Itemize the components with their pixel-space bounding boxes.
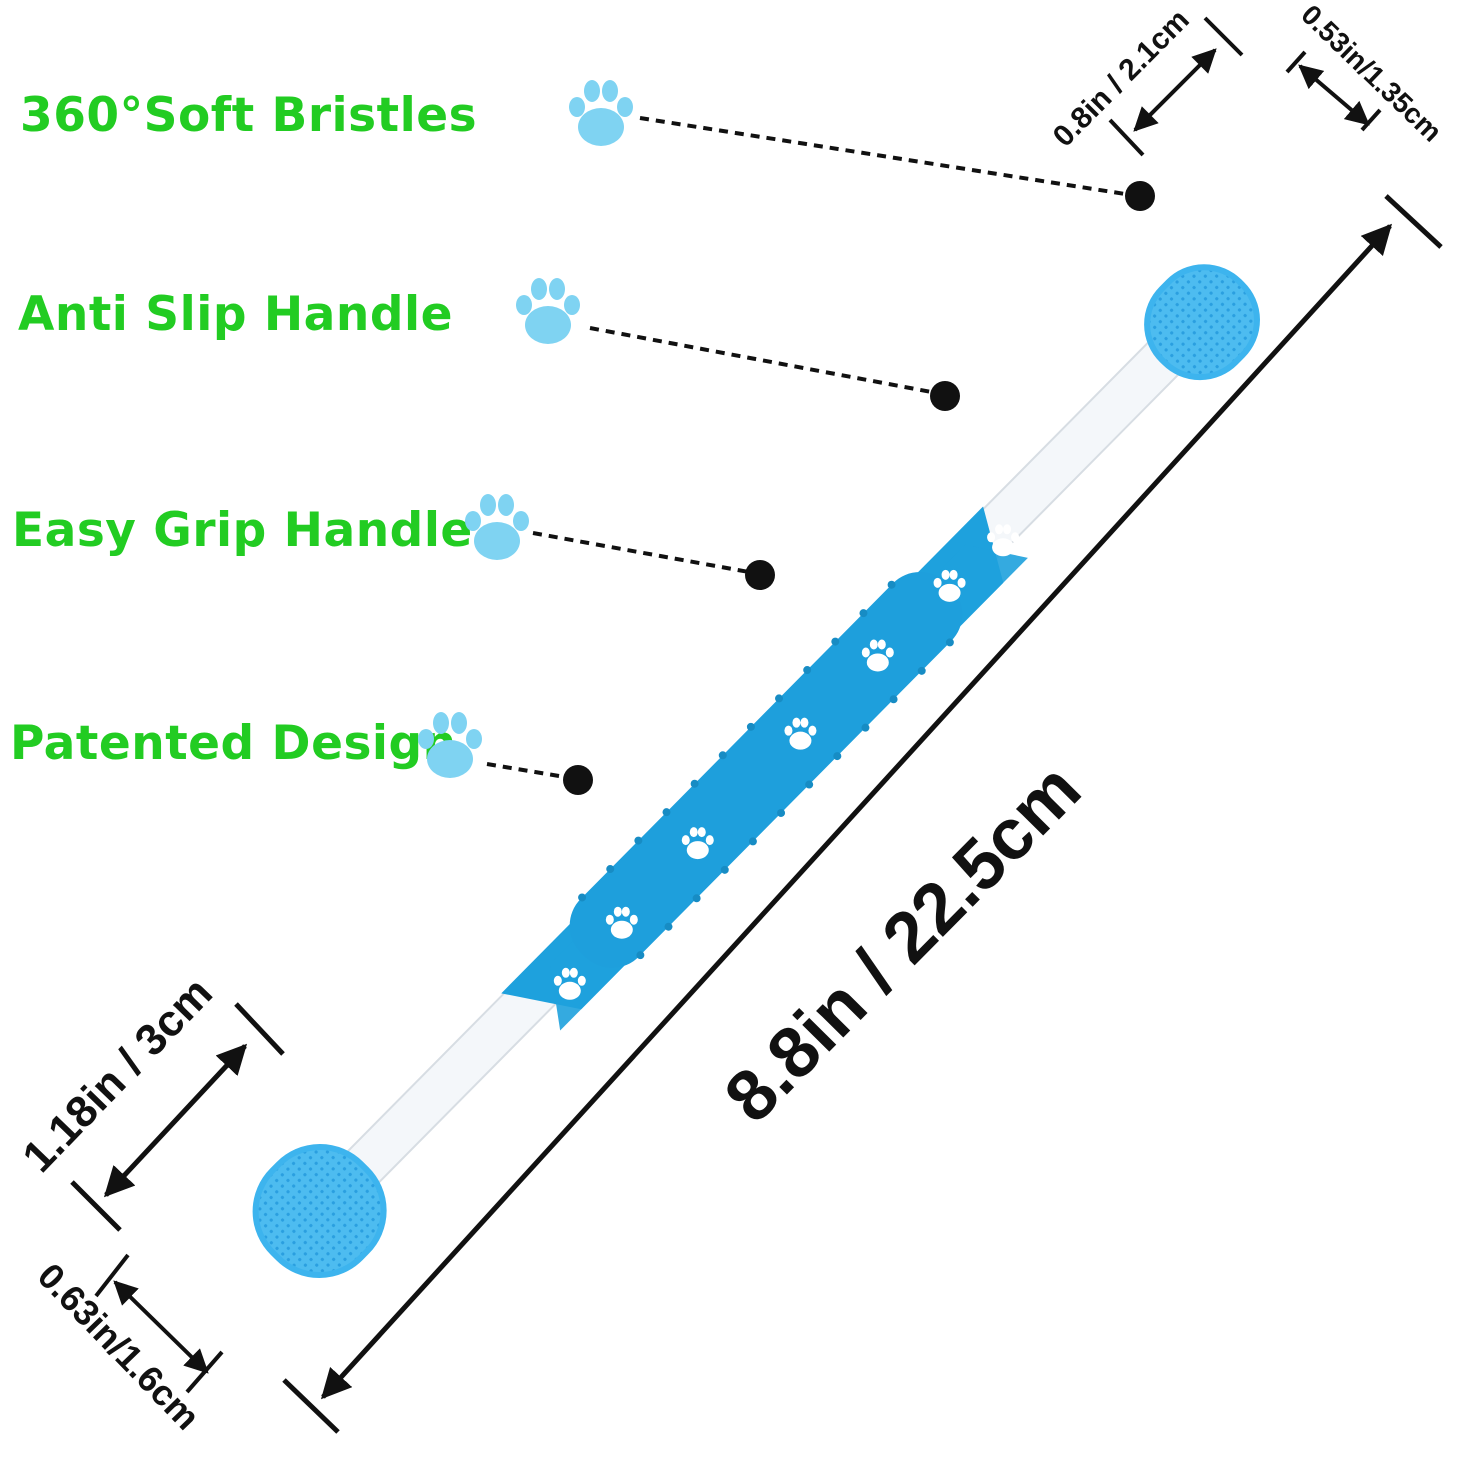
leader-dot-anti-slip bbox=[930, 381, 960, 411]
leader-dot-bristles bbox=[1125, 181, 1155, 211]
leader-line-easy-grip bbox=[532, 531, 761, 576]
top-head-width-tick-2 bbox=[1360, 108, 1382, 132]
length-tick-top bbox=[1384, 194, 1443, 249]
paw-print-icon bbox=[465, 494, 529, 560]
bottom-head-length-tick-2 bbox=[70, 1180, 122, 1232]
top-head-width-label: 0.53in/1.35cm bbox=[1295, 0, 1448, 148]
bottom-head-length-tick-1 bbox=[234, 1002, 285, 1056]
length-tick-bottom bbox=[282, 1378, 340, 1434]
paw-print-icon bbox=[516, 278, 580, 344]
leader-line-anti-slip bbox=[589, 326, 943, 396]
leader-dot-patented bbox=[563, 765, 593, 795]
top-head-length-tick-2 bbox=[1108, 118, 1145, 157]
toothbrush bbox=[252, 264, 1260, 1279]
paw-print-icon bbox=[418, 712, 482, 778]
bottom-head-length-label: 1.18in / 3cm bbox=[13, 968, 222, 1182]
bottom-head-width-arrow bbox=[113, 1280, 209, 1374]
leader-line-bristles bbox=[639, 116, 1139, 198]
top-head-width-tick-1 bbox=[1285, 50, 1307, 74]
top-head-length-arrow bbox=[1133, 48, 1217, 132]
paw-print-icon bbox=[569, 80, 633, 146]
feature-label-soft-bristles: 360°Soft Bristles bbox=[20, 88, 478, 143]
leader-dot-easy-grip bbox=[745, 560, 775, 590]
length-dimension-line bbox=[320, 223, 1393, 1400]
top-head-length-tick-1 bbox=[1203, 16, 1244, 57]
bottom-head-width-tick-1 bbox=[94, 1253, 130, 1298]
top-head-width-arrow bbox=[1298, 64, 1370, 126]
bottom-head-length-arrow bbox=[103, 1043, 248, 1198]
